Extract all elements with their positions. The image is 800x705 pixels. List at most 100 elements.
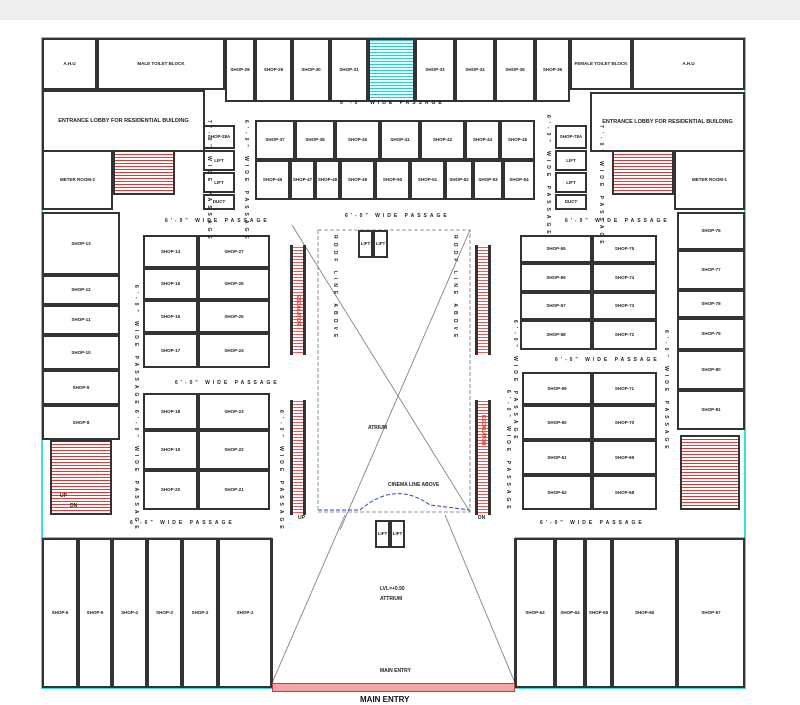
room-shop-66[interactable]: SHOP-66 <box>612 538 677 688</box>
room-shop-70[interactable]: SHOP-70 <box>592 405 657 440</box>
label-passage: 6'-0" WIDE PASSAGE <box>165 218 270 224</box>
room-lobby-right[interactable]: ENTRANCE LOBBY FOR RESIDENTIAL BUILDING <box>590 92 745 152</box>
room-shop-64[interactable]: SHOP-64 <box>555 538 585 688</box>
room-shop-22[interactable]: SHOP-22 <box>198 430 270 470</box>
room-female-toilet[interactable]: FEMALE TOILET BLOCK <box>570 38 632 90</box>
room-shop-2[interactable]: SHOP-2 <box>182 538 218 688</box>
room-meter-2[interactable]: METER ROOM-2 <box>42 150 113 210</box>
room-shop-40[interactable]: SHOP-40 <box>335 120 380 160</box>
main-entry-steps[interactable] <box>272 683 515 692</box>
room-shop-6[interactable]: SHOP-6 <box>42 538 78 688</box>
room-shop-53[interactable]: SHOP-53 <box>473 160 503 200</box>
room-ahu-left[interactable]: A.H.U <box>42 38 97 90</box>
room-shop-9[interactable]: SHOP-9 <box>42 370 120 405</box>
room-shop-4[interactable]: SHOP-4 <box>112 538 147 688</box>
room-shop-19[interactable]: SHOP-19 <box>143 430 198 470</box>
room-shop-55[interactable]: SHOP-55 <box>520 235 592 263</box>
room-shop-56[interactable]: SHOP-56 <box>520 263 592 292</box>
room-shop-35[interactable]: SHOP-35 <box>495 38 535 102</box>
room-shop-78[interactable]: SHOP-78 <box>677 290 745 318</box>
room-shop-13[interactable]: SHOP-13 <box>42 212 120 275</box>
room-shop-54[interactable]: SHOP-54 <box>503 160 535 200</box>
room-shop-57[interactable]: SHOP-57 <box>520 292 592 320</box>
room-shop-15[interactable]: SHOP-15 <box>143 268 198 300</box>
room-shop-1[interactable]: SHOP-1 <box>218 538 272 688</box>
room-shop-58[interactable]: SHOP-58 <box>520 320 592 350</box>
room-lift-r1[interactable]: LIFT <box>555 150 587 171</box>
room-shop-47[interactable]: SHOP-47 <box>290 160 315 200</box>
room-shop-69[interactable]: SHOP-69 <box>592 440 657 475</box>
room-ahu-right[interactable]: A.H.U <box>632 38 745 90</box>
room-shop-20[interactable]: SHOP-20 <box>143 470 198 510</box>
room-lift-c1[interactable]: LIFT <box>358 230 373 258</box>
room-shop-21[interactable]: SHOP-21 <box>198 470 270 510</box>
room-shop-3[interactable]: SHOP-3 <box>147 538 182 688</box>
room-shop-46[interactable]: SHOP-46 <box>255 160 290 200</box>
room-shop-74[interactable]: SHOP-74 <box>592 263 657 292</box>
room-lift-c2[interactable]: LIFT <box>373 230 388 258</box>
room-label: SHOP-59 <box>547 385 567 391</box>
room-shop-8[interactable]: SHOP-8 <box>42 405 120 440</box>
room-shop-29[interactable]: SHOP-29 <box>255 38 292 102</box>
room-shop-60[interactable]: SHOP-60 <box>522 405 592 440</box>
room-shop-80[interactable]: SHOP-80 <box>677 350 745 390</box>
room-duct-r[interactable]: DUCT <box>555 194 587 210</box>
room-shop-31[interactable]: SHOP-31 <box>330 38 368 102</box>
room-shop-23[interactable]: SHOP-23 <box>198 393 270 430</box>
room-shop-33[interactable]: SHOP-33 <box>415 38 455 102</box>
room-shop-11[interactable]: SHOP-11 <box>42 305 120 335</box>
room-male-toilet[interactable]: MALE TOILET BLOCK <box>97 38 225 90</box>
room-shop-14[interactable]: SHOP-14 <box>143 235 198 268</box>
room-shop-28a[interactable]: SHOP-28A <box>203 125 235 149</box>
room-shop-5[interactable]: SHOP-5 <box>78 538 112 688</box>
room-lift-r2[interactable]: LIFT <box>555 172 587 193</box>
room-shop-17[interactable]: SHOP-17 <box>143 333 198 368</box>
room-shop-76[interactable]: SHOP-76 <box>677 212 745 250</box>
room-shop-48[interactable]: SHOP-48 <box>315 160 340 200</box>
room-duct-l[interactable]: DUCT <box>203 194 235 210</box>
room-shop-67[interactable]: SHOP-67 <box>677 538 745 688</box>
room-shop-38[interactable]: SHOP-38 <box>295 120 335 160</box>
room-shop-45[interactable]: SHOP-45 <box>500 120 535 160</box>
room-shop-75[interactable]: SHOP-75 <box>592 235 657 263</box>
room-shop-10[interactable]: SHOP-10 <box>42 335 120 370</box>
room-lift-l1[interactable]: LIFT <box>203 150 235 171</box>
room-shop-27[interactable]: SHOP-27 <box>198 235 270 268</box>
room-shop-78a[interactable]: SHOP-78A <box>555 125 587 149</box>
room-shop-44[interactable]: SHOP-44 <box>465 120 500 160</box>
room-shop-18[interactable]: SHOP-18 <box>143 393 198 430</box>
room-shop-37[interactable]: SHOP-37 <box>255 120 295 160</box>
room-shop-63[interactable]: SHOP-63 <box>515 538 555 688</box>
room-shop-50[interactable]: SHOP-50 <box>375 160 410 200</box>
room-shop-26[interactable]: SHOP-26 <box>198 268 270 300</box>
room-lift-b2[interactable]: LIFT <box>390 520 405 548</box>
room-shop-41[interactable]: SHOP-41 <box>380 120 420 160</box>
room-shop-72[interactable]: SHOP-72 <box>592 320 657 350</box>
room-shop-49[interactable]: SHOP-49 <box>340 160 375 200</box>
room-shop-62[interactable]: SHOP-62 <box>522 475 592 510</box>
room-shop-73[interactable]: SHOP-73 <box>592 292 657 320</box>
room-shop-30[interactable]: SHOP-30 <box>292 38 330 102</box>
room-lobby-left[interactable]: ENTRANCE LOBBY FOR RESIDENTIAL BUILDING <box>42 90 205 152</box>
room-shop-12[interactable]: SHOP-12 <box>42 275 120 305</box>
room-shop-51[interactable]: SHOP-51 <box>410 160 445 200</box>
room-lift-l2[interactable]: LIFT <box>203 172 235 193</box>
room-shop-36[interactable]: SHOP-36 <box>535 38 570 102</box>
room-shop-28[interactable]: SHOP-28 <box>225 38 255 102</box>
room-shop-65[interactable]: SHOP-65 <box>585 538 612 688</box>
room-shop-42[interactable]: SHOP-42 <box>420 120 465 160</box>
room-shop-71[interactable]: SHOP-71 <box>592 372 657 405</box>
room-shop-52[interactable]: SHOP-52 <box>445 160 473 200</box>
room-shop-34[interactable]: SHOP-34 <box>455 38 495 102</box>
room-shop-77[interactable]: SHOP-77 <box>677 250 745 290</box>
room-shop-25[interactable]: SHOP-25 <box>198 300 270 333</box>
room-shop-16[interactable]: SHOP-16 <box>143 300 198 333</box>
room-shop-59[interactable]: SHOP-59 <box>522 372 592 405</box>
room-shop-79[interactable]: SHOP-79 <box>677 318 745 350</box>
room-shop-81[interactable]: SHOP-81 <box>677 390 745 430</box>
room-shop-61[interactable]: SHOP-61 <box>522 440 592 475</box>
room-meter-1[interactable]: METER ROOM-1 <box>674 150 745 210</box>
room-shop-24[interactable]: SHOP-24 <box>198 333 270 368</box>
room-shop-68[interactable]: SHOP-68 <box>592 475 657 510</box>
room-lift-b1[interactable]: LIFT <box>375 520 390 548</box>
